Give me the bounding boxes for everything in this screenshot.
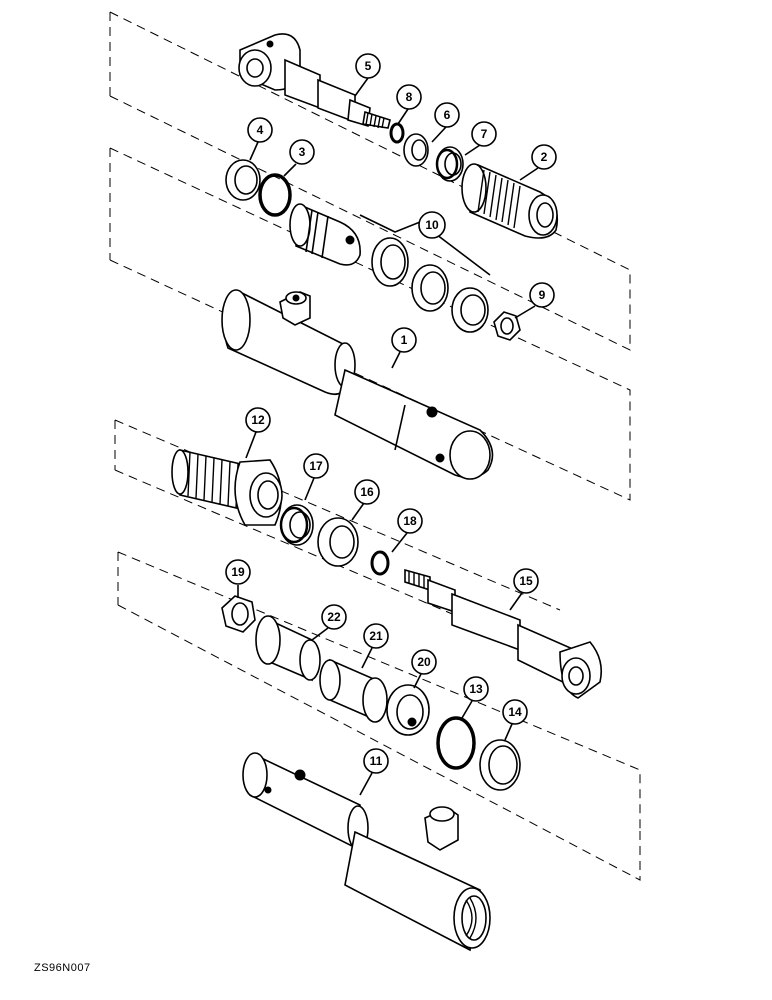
part-3-o-ring: [258, 173, 292, 217]
svg-text:2: 2: [541, 150, 548, 164]
part-22-sleeve: [255, 615, 321, 682]
svg-text:1: 1: [401, 333, 408, 347]
callout-10: 10: [418, 211, 446, 239]
callout-22: 22: [311, 604, 347, 641]
part-13-o-ring: [436, 716, 476, 770]
svg-text:18: 18: [403, 514, 417, 528]
callout-11: 11: [359, 748, 389, 796]
callout-12: 12: [245, 407, 271, 459]
part-19-hex-nut: [221, 595, 256, 633]
part-7-seal: [435, 146, 464, 182]
part-20-washer: [386, 684, 430, 736]
svg-text:22: 22: [327, 610, 341, 624]
svg-text:19: 19: [231, 565, 245, 579]
part-17-seal: [279, 504, 314, 546]
svg-text:14: 14: [508, 705, 522, 719]
svg-text:20: 20: [417, 655, 431, 669]
svg-text:10: 10: [425, 218, 439, 232]
callout-4: 4: [247, 117, 273, 161]
svg-text:3: 3: [299, 145, 306, 159]
svg-text:11: 11: [370, 754, 383, 768]
callout-9: 9: [514, 282, 555, 319]
part-18-o-ring: [370, 550, 390, 576]
svg-text:16: 16: [360, 485, 374, 499]
callout-21: 21: [361, 623, 389, 669]
callout-16: 16: [351, 479, 380, 521]
part-8-o-ring: [389, 122, 405, 144]
svg-text:15: 15: [519, 574, 533, 588]
callout-6: 6: [431, 102, 460, 143]
part-10-ring-c: [451, 287, 489, 333]
part-10-bracket: [359, 214, 491, 276]
part-4-washer: [225, 159, 261, 201]
part-1-valve-body: [221, 289, 494, 480]
part-2-threaded-cap: [461, 163, 559, 239]
callout-20: 20: [411, 649, 437, 689]
callout-19: 19: [225, 559, 251, 598]
callout-13: 13: [461, 676, 489, 719]
svg-text:17: 17: [309, 459, 323, 473]
svg-text:12: 12: [251, 413, 265, 427]
callout-3: 3: [283, 139, 315, 177]
part-10-ring-a: [371, 237, 409, 287]
part-12-threaded-plug: [171, 448, 283, 526]
drawing-code: ZS96N007: [34, 962, 91, 974]
part-10-ring-b: [411, 264, 449, 312]
callout-17: 17: [303, 453, 329, 501]
svg-text:13: 13: [469, 682, 483, 696]
svg-text:8: 8: [406, 90, 413, 104]
part-16-washer: [317, 517, 359, 567]
part-15-spool: [404, 568, 603, 699]
upper-assembly-boundary: [109, 11, 631, 501]
svg-text:5: 5: [365, 59, 372, 73]
svg-text:7: 7: [481, 127, 488, 141]
svg-text:9: 9: [539, 288, 546, 302]
svg-text:6: 6: [444, 108, 451, 122]
callout-5: 5: [354, 53, 381, 97]
callout-1: 1: [391, 327, 417, 369]
part-9-hex-nut: [493, 311, 521, 341]
callout-15: 15: [509, 568, 539, 611]
callout-8: 8: [396, 84, 422, 125]
callout-14: 14: [502, 699, 528, 741]
callout-18: 18: [391, 508, 423, 553]
callout-2: 2: [519, 144, 557, 181]
part-5-spool-end: [238, 33, 391, 129]
svg-text:4: 4: [257, 123, 264, 137]
part-11-valve-body: [242, 752, 491, 952]
part-10-piston: [289, 203, 361, 266]
callout-7: 7: [464, 121, 497, 156]
part-14-washer: [479, 739, 521, 791]
svg-text:21: 21: [369, 629, 383, 643]
part-21-bushing: [319, 658, 388, 723]
part-6-washer: [403, 133, 429, 167]
